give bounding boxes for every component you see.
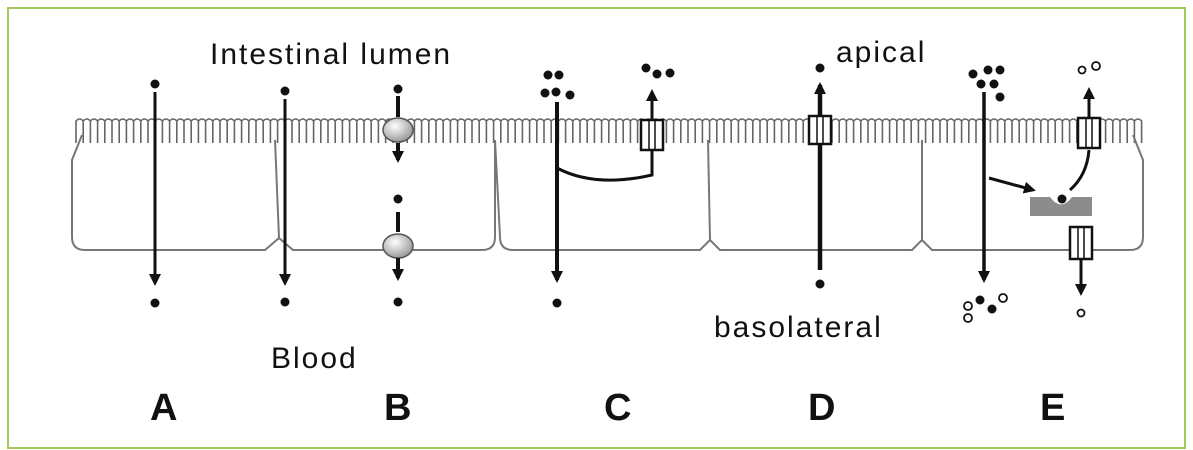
carrier-protein (382, 117, 414, 143)
solute-dot (393, 194, 403, 204)
solute-dot (393, 297, 403, 307)
panel-label-c: C (604, 387, 632, 429)
panel-b-pathway (382, 84, 414, 307)
efflux-transporter (1076, 116, 1102, 150)
panel-label-e: E (1040, 387, 1066, 429)
epithelial-cell (921, 134, 1144, 251)
panel-e-pathway (963, 61, 1102, 323)
panel-a-pathway (149, 79, 161, 308)
frame-border (7, 7, 1186, 449)
solute-dot (150, 298, 160, 308)
basolateral-transporter (1068, 225, 1094, 261)
panel-a2-pathway (279, 86, 291, 307)
epithelial-cell (494, 139, 712, 251)
epithelial-cell (71, 134, 281, 251)
efflux-transporter (807, 114, 833, 146)
panel-label-a: A (150, 387, 178, 429)
intestinal-lumen-label: Intestinal lumen (210, 38, 453, 71)
microvilli-brush-border (75, 118, 1143, 143)
metabolizing-enzyme (1030, 197, 1092, 216)
blood-label: Blood (271, 342, 358, 375)
solute-dot (150, 79, 160, 89)
epithelial-cells (71, 134, 1144, 251)
panel-d-pathway (807, 63, 833, 289)
basolateral-label: basolateral (714, 311, 883, 344)
panel-label-b: B (384, 387, 412, 429)
epithelial-cell (278, 140, 496, 251)
efflux-route (556, 150, 654, 182)
panel-c-pathway (540, 63, 675, 308)
epithelial-cell (709, 140, 923, 251)
efflux-transporter (639, 118, 665, 152)
panel-label-d: D (808, 387, 836, 429)
solute-dot (393, 84, 403, 94)
solute-dot (280, 86, 290, 96)
solute-dot (280, 297, 290, 307)
carrier-protein (382, 233, 414, 259)
apical-label: apical (836, 36, 927, 69)
